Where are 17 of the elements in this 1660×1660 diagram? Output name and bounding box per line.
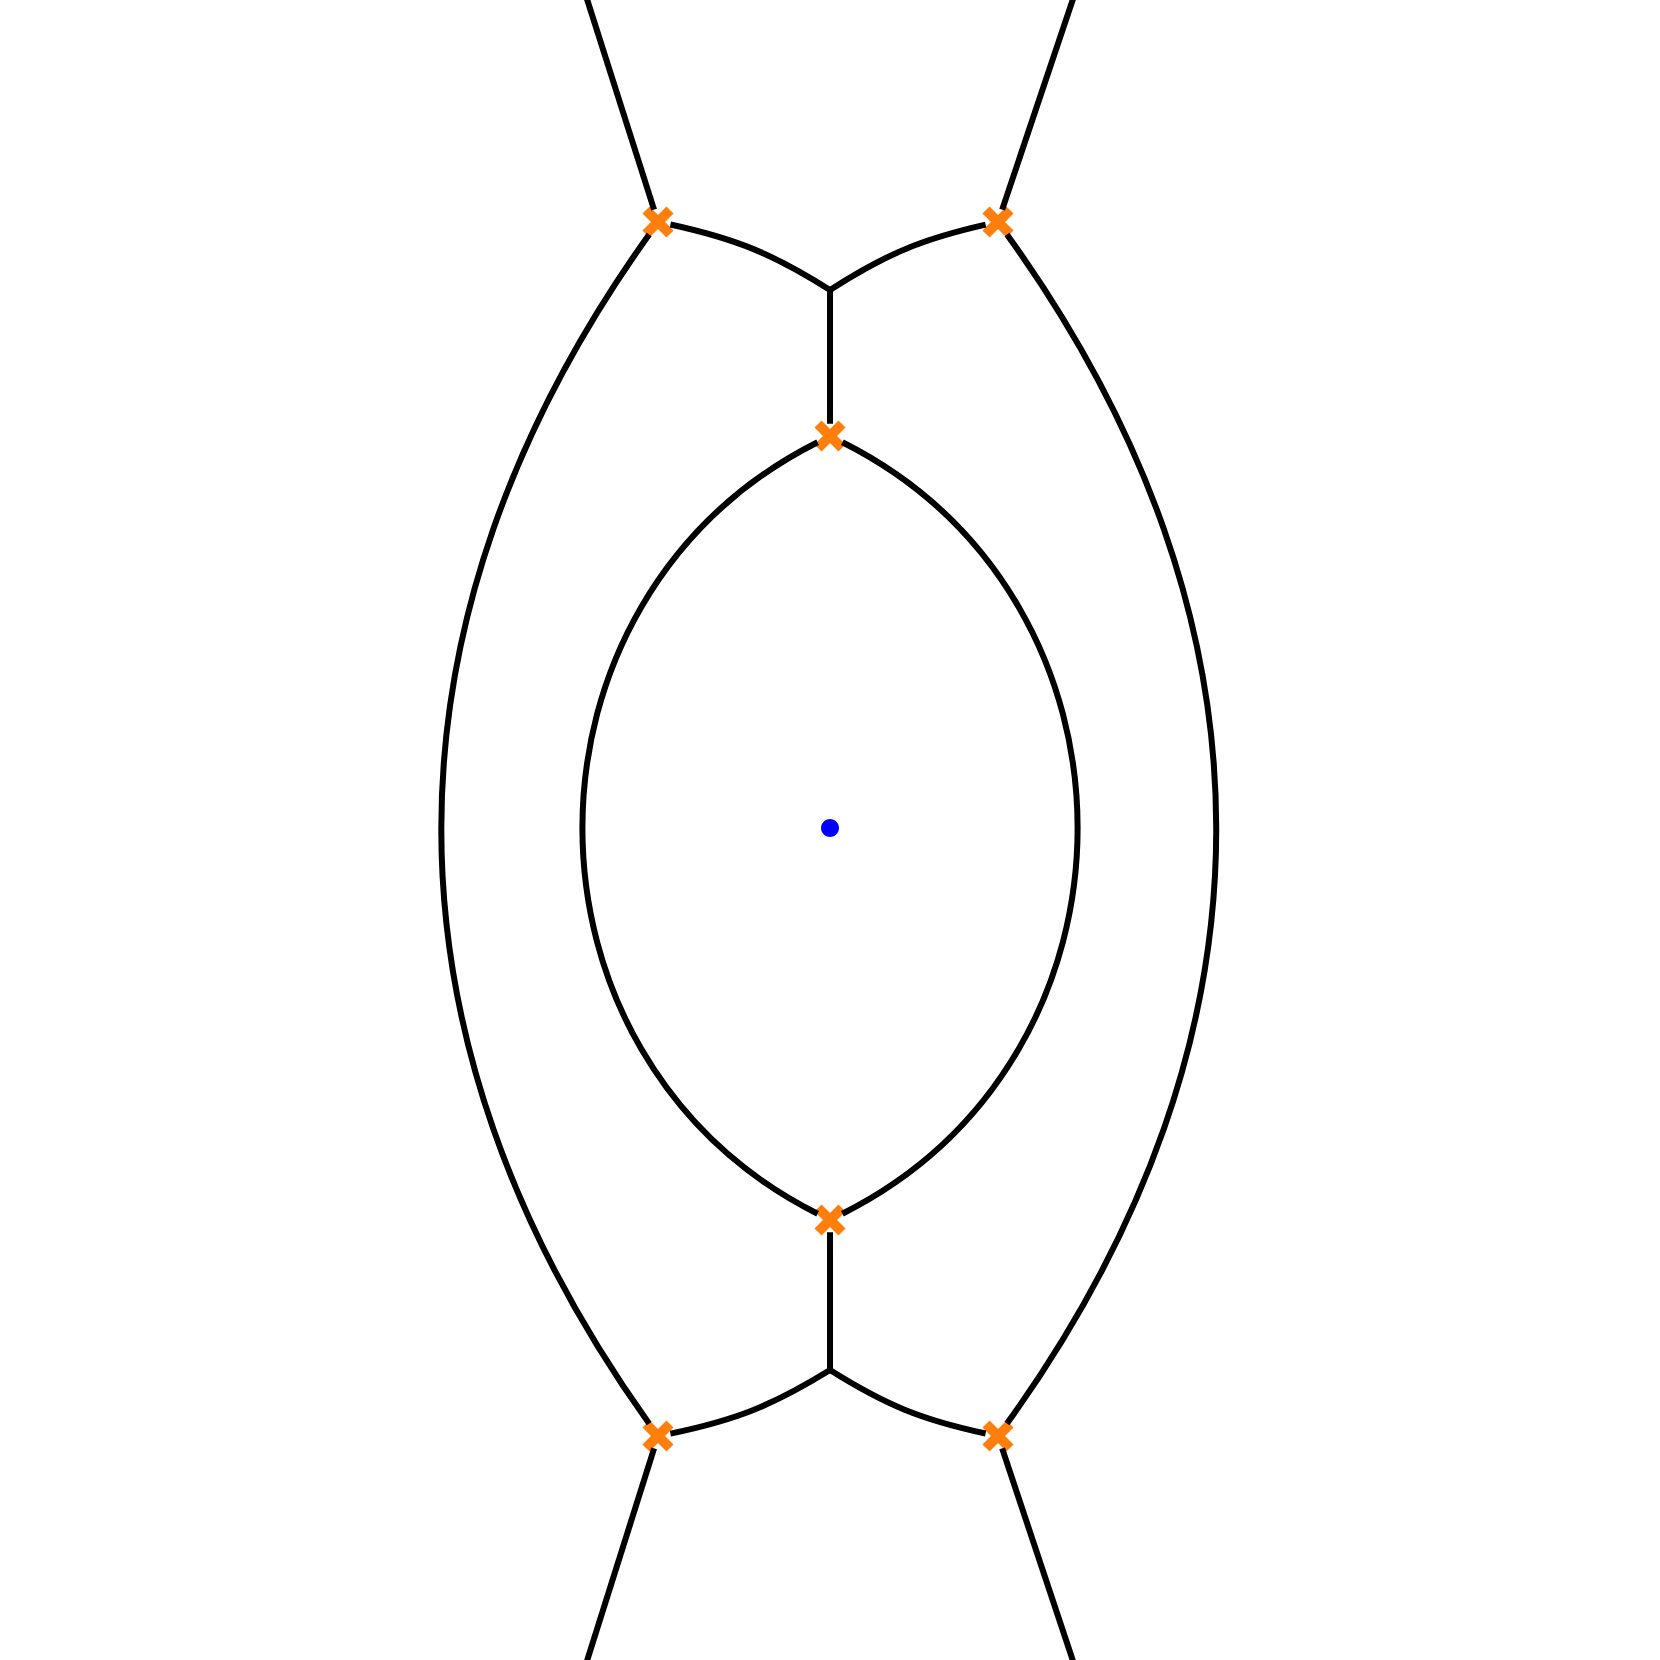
cross-marker	[981, 1419, 1015, 1453]
center-dot	[821, 819, 839, 837]
curve-line	[999, 0, 1077, 211]
curve-line	[579, 439, 820, 1217]
curve-line	[827, 1232, 987, 1437]
curve-line	[827, 221, 987, 424]
cross-marker	[981, 205, 1015, 239]
cross-marker	[641, 1419, 675, 1453]
curve-line	[583, 1447, 657, 1660]
cross-marker	[813, 1203, 847, 1237]
curve-line	[583, 0, 657, 211]
curve-line	[438, 232, 652, 1426]
cross-marker	[813, 419, 847, 453]
cross-marker	[641, 205, 675, 239]
curve-line	[1004, 232, 1219, 1426]
curve-line	[999, 1447, 1077, 1660]
curve-line	[840, 439, 1081, 1217]
